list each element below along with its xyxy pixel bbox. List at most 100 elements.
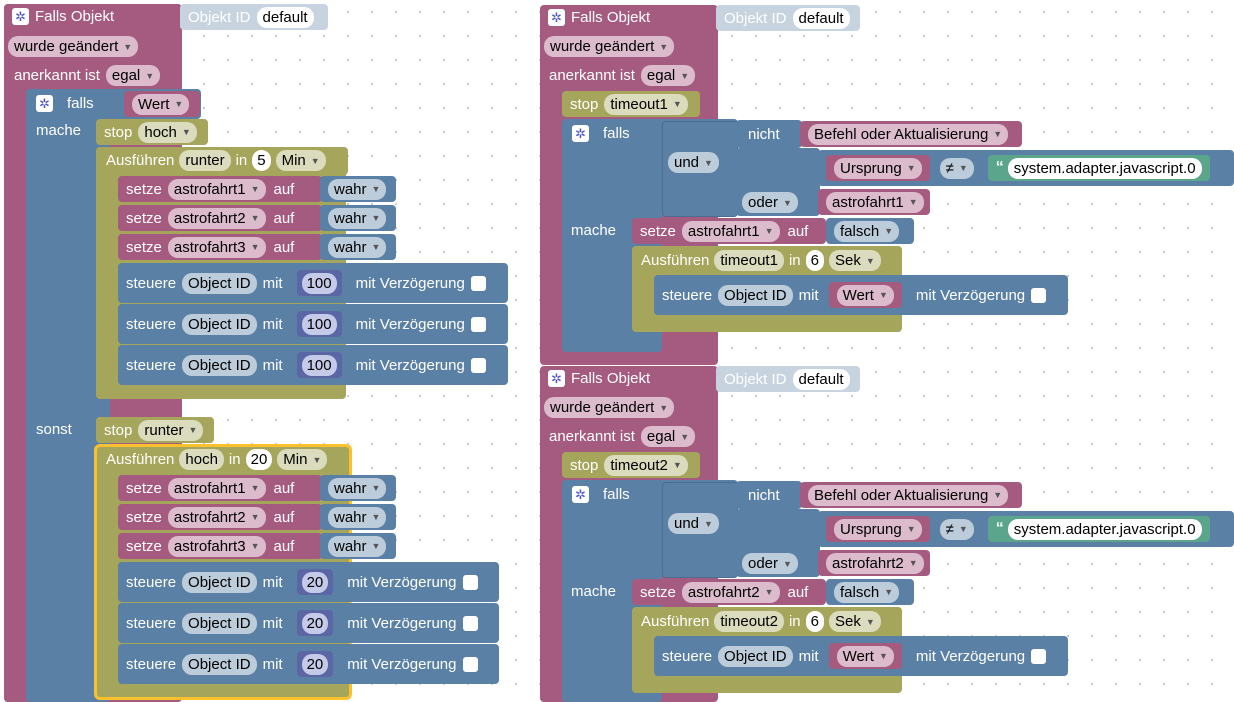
unit-dropdown[interactable]: Sek▼: [828, 611, 881, 632]
delay-checkbox[interactable]: [462, 574, 478, 590]
var-dropdown[interactable]: astrofahrt2▼: [826, 552, 924, 574]
command-block[interactable]: Befehl oder Aktualisierung▼: [800, 121, 1022, 147]
delay-checkbox[interactable]: [470, 316, 486, 332]
control-block[interactable]: steuere Object ID mit Wert▼ mit Verzöger…: [654, 636, 1068, 676]
stop-block[interactable]: stop timeout1▼: [562, 91, 700, 117]
set-block[interactable]: setze astrofahrt2▼ auf: [118, 504, 322, 530]
true-block[interactable]: wahr▼: [320, 234, 396, 260]
object-id-input[interactable]: Objekt ID default: [180, 4, 328, 30]
set-block[interactable]: setze astrofahrt3▼ auf: [118, 533, 322, 559]
control-block[interactable]: steuere Object ID mit Wert▼ mit Verzöger…: [654, 275, 1068, 315]
and-dropdown[interactable]: und▼: [668, 513, 719, 534]
object-id-field[interactable]: Object ID: [182, 272, 257, 294]
bool-dropdown[interactable]: falsch▼: [834, 581, 900, 603]
set-block[interactable]: setze astrofahrt1▼ auf: [118, 475, 322, 501]
delay-input[interactable]: 6: [805, 250, 824, 271]
object-id-value[interactable]: default: [256, 6, 314, 28]
delay-checkbox[interactable]: [1031, 287, 1047, 303]
object-id-value[interactable]: default: [792, 7, 850, 29]
stop-block[interactable]: stop hoch▼: [96, 119, 208, 145]
gear-icon[interactable]: ✲: [572, 486, 589, 503]
bool-dropdown[interactable]: wahr▼: [328, 207, 387, 229]
number-block[interactable]: 20: [296, 610, 334, 636]
operator-dropdown[interactable]: ≠▼: [939, 157, 974, 179]
text-block[interactable]: “system.adapter.javascript.0: [987, 155, 1210, 181]
control-block[interactable]: steuere Object ID mit 20 mit Verzögerung: [118, 644, 499, 684]
number-value[interactable]: 20: [301, 612, 329, 634]
number-block[interactable]: 20: [296, 651, 334, 677]
command-block[interactable]: Befehl oder Aktualisierung▼: [800, 482, 1022, 508]
control-block[interactable]: steuere Object ID mit 100 mit Verzögerun…: [118, 304, 508, 344]
control-block[interactable]: steuere Object ID mit 20 mit Verzögerung: [118, 562, 499, 602]
changed-dropdown[interactable]: wurde geändert▼: [544, 36, 675, 57]
origin-dropdown[interactable]: Ursprung▼: [834, 518, 922, 540]
timer-name[interactable]: hoch: [179, 449, 224, 470]
timer-name[interactable]: runter: [179, 150, 231, 171]
stop-dropdown[interactable]: timeout1▼: [604, 93, 688, 115]
not-block[interactable]: nicht: [736, 120, 802, 148]
object-id-field[interactable]: Object ID: [718, 284, 793, 306]
number-value[interactable]: 100: [301, 313, 337, 335]
command-dropdown[interactable]: Befehl oder Aktualisierung▼: [808, 123, 1009, 145]
gear-icon[interactable]: ✲: [548, 370, 565, 387]
var-dropdown[interactable]: astrofahrt1▼: [826, 191, 924, 213]
origin-block[interactable]: Ursprung▼: [826, 155, 930, 181]
true-block[interactable]: wahr▼: [320, 176, 396, 202]
text-block[interactable]: “system.adapter.javascript.0: [987, 516, 1210, 542]
true-block[interactable]: wahr▼: [320, 533, 396, 559]
object-id-field[interactable]: Object ID: [718, 645, 793, 667]
true-block[interactable]: wahr▼: [320, 205, 396, 231]
number-value[interactable]: 100: [301, 272, 337, 294]
unit-dropdown[interactable]: Sek▼: [828, 250, 881, 271]
false-block[interactable]: falsch▼: [826, 579, 914, 605]
compare-block[interactable]: Ursprung▼ ≠▼ “system.adapter.javascript.…: [818, 511, 1234, 547]
var-block[interactable]: astrofahrt1▼: [818, 189, 930, 215]
timer-name[interactable]: timeout1: [714, 250, 784, 271]
var-dropdown[interactable]: astrofahrt2▼: [167, 506, 266, 528]
changed-dropdown[interactable]: wurde geändert▼: [544, 397, 675, 418]
bool-dropdown[interactable]: wahr▼: [328, 477, 387, 499]
set-block[interactable]: setze astrofahrt2▼ auf: [118, 205, 322, 231]
delay-checkbox[interactable]: [1031, 648, 1047, 664]
set-block[interactable]: setze astrofahrt1▼ auf: [632, 218, 826, 244]
ack-dropdown[interactable]: egal▼: [640, 426, 696, 447]
control-block[interactable]: steuere Object ID mit 100 mit Verzögerun…: [118, 263, 508, 303]
delay-input[interactable]: 20: [245, 449, 273, 470]
stop-dropdown[interactable]: runter▼: [138, 419, 204, 441]
value-dropdown[interactable]: Wert▼: [836, 284, 894, 306]
adapter-text[interactable]: system.adapter.javascript.0: [1007, 518, 1202, 540]
object-id-field[interactable]: Object ID: [182, 571, 257, 593]
timer-name[interactable]: timeout2: [714, 611, 784, 632]
number-value[interactable]: 20: [301, 653, 329, 675]
ack-dropdown[interactable]: egal▼: [640, 65, 696, 86]
object-id-value[interactable]: default: [792, 368, 850, 390]
stop-block[interactable]: stop timeout2▼: [562, 452, 700, 478]
bool-dropdown[interactable]: wahr▼: [328, 506, 387, 528]
object-id-input[interactable]: Objekt ID default: [716, 5, 860, 31]
bool-dropdown[interactable]: wahr▼: [328, 535, 387, 557]
gear-icon[interactable]: ✲: [572, 125, 589, 142]
bool-dropdown[interactable]: wahr▼: [328, 178, 387, 200]
stop-dropdown[interactable]: hoch▼: [138, 121, 197, 143]
number-value[interactable]: 100: [301, 354, 337, 376]
number-block[interactable]: 20: [296, 569, 334, 595]
var-block[interactable]: astrofahrt2▼: [818, 550, 930, 576]
var-dropdown[interactable]: astrofahrt3▼: [167, 236, 266, 258]
var-dropdown[interactable]: astrofahrt1▼: [681, 220, 780, 242]
command-dropdown[interactable]: Befehl oder Aktualisierung▼: [808, 484, 1009, 506]
or-dropdown[interactable]: oder▼: [742, 553, 798, 574]
delay-input[interactable]: 6: [805, 611, 824, 632]
var-dropdown[interactable]: astrofahrt1▼: [167, 477, 266, 499]
value-block[interactable]: Wert▼: [124, 91, 200, 117]
origin-block[interactable]: Ursprung▼: [826, 516, 930, 542]
value-block[interactable]: Wert▼: [828, 282, 902, 308]
gear-icon[interactable]: ✲: [36, 95, 53, 112]
stop-block[interactable]: stop runter▼: [96, 417, 214, 443]
control-block[interactable]: steuere Object ID mit 100 mit Verzögerun…: [118, 345, 508, 385]
value-dropdown[interactable]: Wert▼: [132, 93, 190, 115]
set-block[interactable]: setze astrofahrt3▼ auf: [118, 234, 322, 260]
gear-icon[interactable]: ✲: [548, 9, 565, 26]
number-block[interactable]: 100: [296, 352, 342, 378]
delay-checkbox[interactable]: [470, 357, 486, 373]
object-id-field[interactable]: Object ID: [182, 653, 257, 675]
